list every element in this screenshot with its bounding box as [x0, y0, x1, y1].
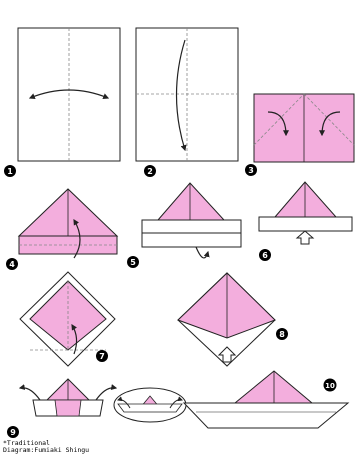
step-number-9: 9 — [10, 428, 16, 437]
pull-detail-inset — [114, 388, 186, 422]
step-badge-1: 1 — [4, 165, 16, 177]
step-badge-3: 3 — [245, 164, 257, 176]
step-number-6: 6 — [262, 251, 268, 260]
step-number-7: 7 — [99, 352, 105, 361]
open-arrow-icon — [297, 231, 313, 244]
step-badge-4: 4 — [6, 258, 18, 270]
step-4-triangle — [19, 189, 117, 258]
step-1-sheet — [18, 28, 120, 161]
step-2-sheet — [136, 28, 238, 161]
step-badge-8: 8 — [276, 328, 288, 340]
pull-arrow-icon — [96, 388, 116, 400]
step-8-diamond — [178, 273, 275, 366]
step-number-3: 3 — [248, 166, 254, 175]
step-number-2: 2 — [147, 167, 153, 176]
diagram-credits: *Traditional Diagram:Fumiaki Shingu — [3, 440, 89, 454]
step-number-5: 5 — [130, 258, 136, 267]
fold-arrow-icon — [196, 247, 208, 258]
credit-line-author: Diagram:Fumiaki Shingu — [3, 447, 89, 454]
step-5-hat — [142, 183, 241, 258]
step-badge-6: 6 — [259, 249, 271, 261]
step-number-1: 1 — [7, 167, 13, 176]
step-number-4: 4 — [9, 260, 15, 269]
step-number-8: 8 — [279, 330, 285, 339]
step-number-10: 10 — [325, 382, 335, 390]
step-badge-7: 7 — [96, 350, 108, 362]
step-badge-9: 9 — [7, 426, 19, 438]
step-9-hat — [20, 379, 116, 416]
step-3-folded-rectangle — [254, 94, 354, 162]
step-badge-5: 5 — [127, 256, 139, 268]
step-6-hat — [259, 182, 352, 244]
step-badge-2: 2 — [144, 165, 156, 177]
pull-arrow-icon — [20, 388, 40, 400]
step-badge-10: 10 — [324, 379, 337, 392]
step-10-boat — [184, 371, 348, 428]
